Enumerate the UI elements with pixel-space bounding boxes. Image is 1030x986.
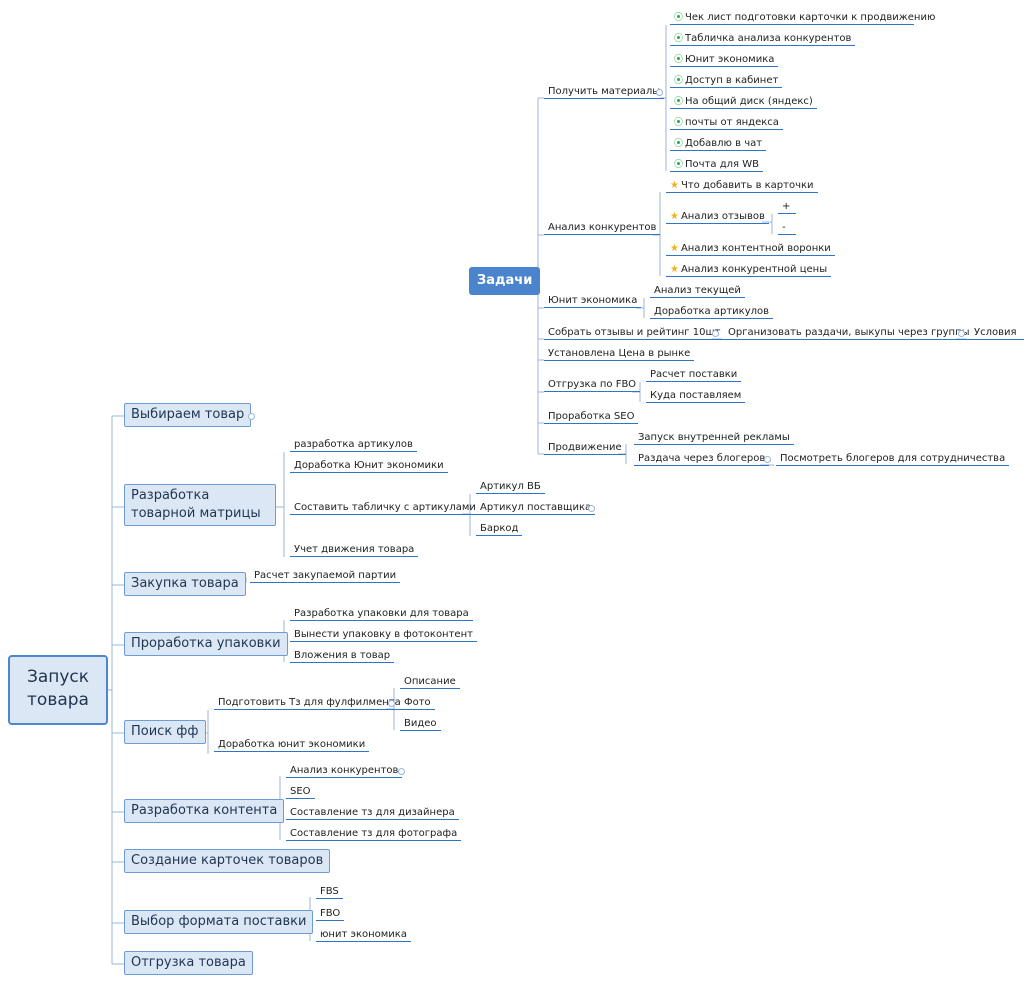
- branch-cards[interactable]: Создание карточек товаров: [124, 849, 331, 873]
- check-circle-icon: ⦿: [674, 160, 684, 170]
- content-item[interactable]: SEO: [286, 786, 315, 799]
- check-circle-icon: ⦿: [674, 55, 684, 65]
- check-circle-icon: ⦿: [674, 34, 684, 44]
- fbo-item[interactable]: Расчет поставки: [646, 369, 742, 382]
- tz-sub-item[interactable]: Описание: [400, 676, 460, 689]
- price-node[interactable]: Установлена Цена в рынке: [544, 348, 695, 361]
- collapse-dot-icon[interactable]: [656, 89, 663, 96]
- ff-item[interactable]: Подготовить Тз для фулфилмента: [214, 697, 405, 710]
- collapse-dot-icon[interactable]: [248, 413, 255, 420]
- check-circle-icon: ⦿: [674, 97, 684, 107]
- reviews-sub[interactable]: Организовать раздачи, выкупы через групп…: [724, 327, 974, 340]
- matrix-item[interactable]: Учет движения товара: [290, 544, 419, 557]
- fbo-node[interactable]: Отгрузка по FBO: [544, 379, 641, 392]
- matrix-item[interactable]: Доработка Юнит экономики: [290, 460, 448, 473]
- competitor-item[interactable]: ★Анализ отзывов: [666, 211, 769, 224]
- format-item[interactable]: FBS: [316, 886, 343, 899]
- materials-item[interactable]: ⦿Добавлю в чат: [670, 138, 767, 151]
- tasks-label: Задачи: [477, 273, 533, 288]
- materials-item[interactable]: ⦿Доступ в кабинет: [670, 75, 783, 88]
- promo-item[interactable]: Запуск внутренней рекламы: [634, 432, 794, 445]
- branch-matrix[interactable]: Разработка товарной матрицы: [124, 484, 276, 526]
- reviews-node[interactable]: Собрать отзывы и рейтинг 10шт: [544, 327, 725, 340]
- materials-item[interactable]: ⦿Юнит экономика: [670, 54, 779, 67]
- star-icon: ★: [670, 211, 679, 222]
- check-circle-icon: ⦿: [674, 13, 684, 23]
- fbo-item[interactable]: Куда поставляем: [646, 390, 746, 403]
- materials-item[interactable]: ⦿почты от яндекса: [670, 117, 783, 130]
- packaging-item[interactable]: Разработка упаковки для товара: [290, 608, 473, 621]
- collapse-dot-icon[interactable]: [588, 505, 595, 512]
- format-item[interactable]: юнит экономика: [316, 929, 411, 942]
- root-node[interactable]: Запуск товара: [8, 655, 108, 725]
- collapse-dot-icon[interactable]: [958, 330, 965, 337]
- bloggers-sub[interactable]: Посмотреть блогеров для сотрудничества: [776, 453, 1010, 466]
- unit-node[interactable]: Юнит экономика: [544, 295, 642, 308]
- matrix-item[interactable]: разработка артикулов: [290, 439, 417, 452]
- tz-sub-item[interactable]: Фото: [400, 697, 435, 710]
- branch-purchase[interactable]: Закупка товара: [124, 572, 246, 596]
- promo-node[interactable]: Продвижение: [544, 442, 626, 455]
- packaging-item[interactable]: Вложения в товар: [290, 650, 395, 663]
- materials-item[interactable]: ⦿Почта для WB: [670, 159, 763, 172]
- table-sub-item[interactable]: Артикул ВБ: [476, 481, 545, 494]
- content-item[interactable]: Составление тз для дизайнера: [286, 807, 459, 820]
- reviews-minus[interactable]: -: [778, 222, 796, 235]
- materials-item[interactable]: ⦿Табличка анализа конкурентов: [670, 33, 856, 46]
- get-materials-label: Получить материалы: [548, 86, 661, 97]
- content-item[interactable]: Составление тз для фотографа: [286, 828, 462, 841]
- branch-content[interactable]: Разработка контента: [124, 799, 285, 823]
- reviews-sub2[interactable]: Условия: [970, 327, 1024, 340]
- check-circle-icon: ⦿: [674, 139, 684, 149]
- check-circle-icon: ⦿: [674, 118, 684, 128]
- root-label: Запуск товара: [26, 667, 90, 710]
- table-sub-item[interactable]: Баркод: [476, 523, 523, 536]
- tz-sub-item[interactable]: Видео: [400, 718, 441, 731]
- star-icon: ★: [670, 180, 679, 191]
- seo-node[interactable]: Проработка SEO: [544, 411, 639, 424]
- branch-shipping[interactable]: Отгрузка товара: [124, 951, 253, 975]
- competitor-item[interactable]: ★Анализ контентной воронки: [666, 243, 835, 256]
- format-item[interactable]: FBO: [316, 908, 345, 921]
- competitor-item[interactable]: ★Что добавить в карточки: [666, 180, 818, 193]
- materials-item[interactable]: ⦿На общий диск (яндекс): [670, 96, 817, 109]
- content-item[interactable]: Анализ конкурентов: [286, 765, 403, 778]
- materials-item[interactable]: ⦿Чек лист подготовки карточки к продвиже…: [670, 12, 935, 25]
- branch-format[interactable]: Выбор формата поставки: [124, 910, 314, 934]
- collapse-dot-icon[interactable]: [388, 700, 395, 707]
- get-materials-node[interactable]: Получить материалы: [544, 86, 665, 99]
- competitors-node[interactable]: Анализ конкурентов: [544, 222, 661, 235]
- star-icon: ★: [670, 243, 679, 254]
- promo-item[interactable]: Раздача через блогеров: [634, 453, 770, 466]
- table-sub-item[interactable]: Артикул поставщика: [476, 502, 596, 515]
- reviews-plus[interactable]: +: [778, 201, 796, 214]
- matrix-item[interactable]: Составить табличку с артикулами: [290, 502, 480, 515]
- branch-choose[interactable]: Выбираем товар: [124, 403, 252, 427]
- collapse-dot-icon[interactable]: [764, 456, 771, 463]
- tasks-node[interactable]: Задачи: [469, 267, 541, 295]
- branch-ff[interactable]: Поиск фф: [124, 720, 206, 744]
- unit-item[interactable]: Доработка артикулов: [650, 306, 774, 319]
- competitor-item[interactable]: ★Анализ конкурентной цены: [666, 264, 832, 277]
- ff-item[interactable]: Доработка юнит экономики: [214, 739, 370, 752]
- purchase-item[interactable]: Расчет закупаемой партии: [250, 570, 401, 583]
- collapse-dot-icon[interactable]: [398, 768, 405, 775]
- collapse-dot-icon[interactable]: [712, 330, 719, 337]
- check-circle-icon: ⦿: [674, 76, 684, 86]
- branch-packaging[interactable]: Проработка упаковки: [124, 632, 288, 656]
- unit-item[interactable]: Анализ текущей: [650, 285, 745, 298]
- star-icon: ★: [670, 264, 679, 275]
- packaging-item[interactable]: Вынести упаковку в фотоконтент: [290, 629, 477, 642]
